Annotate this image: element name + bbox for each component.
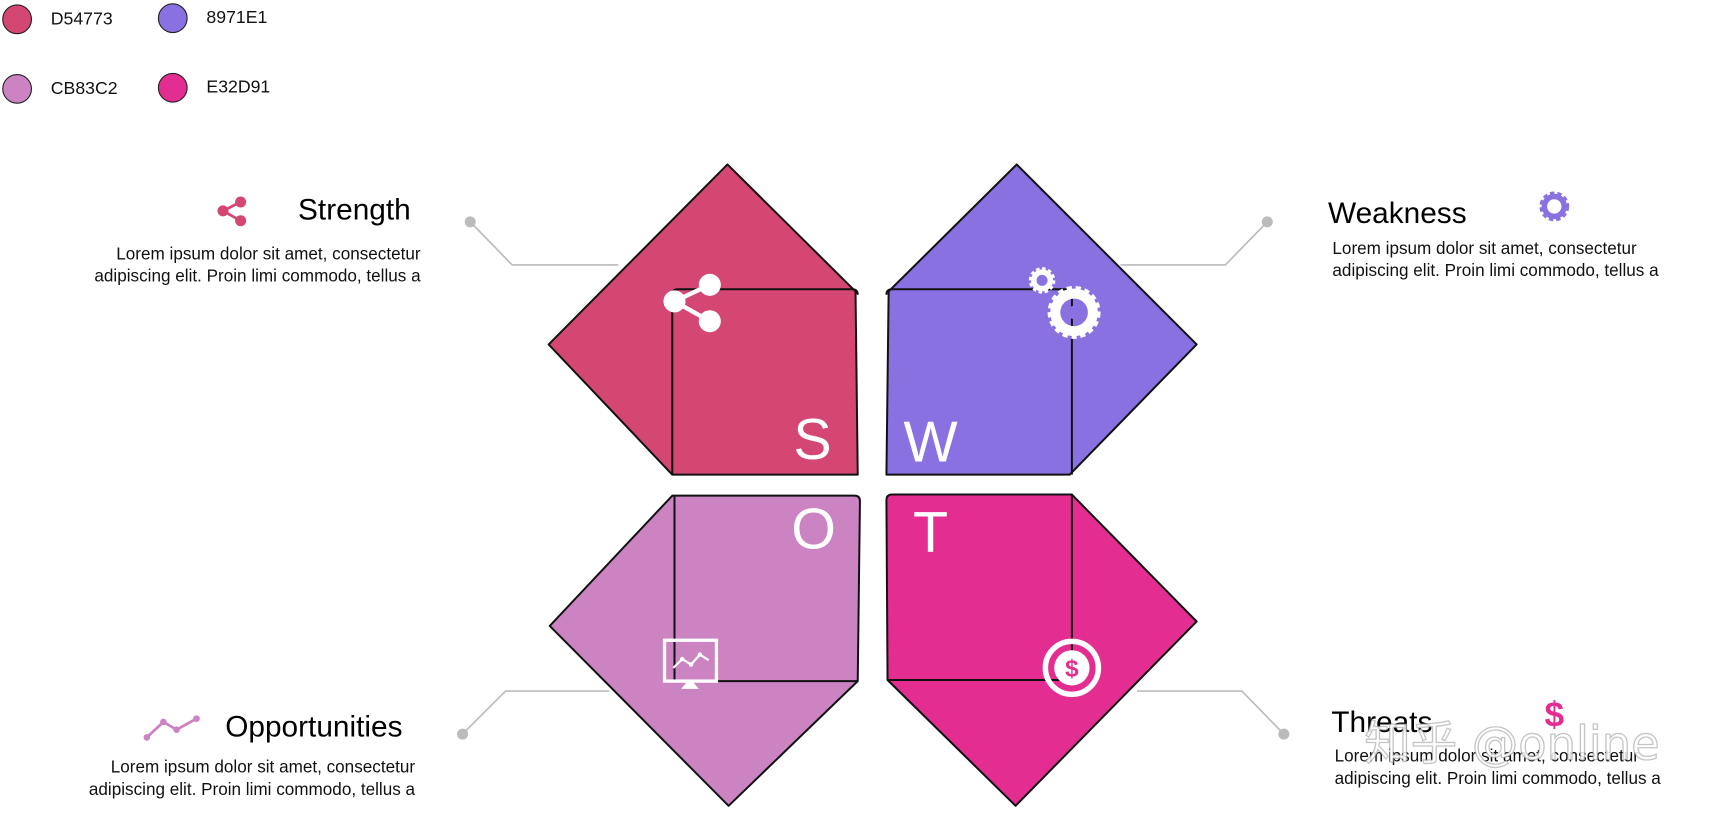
- legend-item-cb83c2: CB83C2: [2, 73, 118, 104]
- connector-threats: [1137, 690, 1285, 735]
- legend-swatch-d54773: [2, 4, 33, 35]
- weakness-description: Lorem ipsum dolor sit amet, consectetur …: [1332, 238, 1658, 282]
- share-icon: [217, 196, 247, 227]
- legend-label: CB83C2: [50, 78, 118, 98]
- threats-letter: T: [913, 501, 948, 565]
- legend-item-d54773: D54773: [2, 4, 113, 35]
- legend-item-8971e1: 8971E1: [157, 3, 268, 34]
- description-line: Lorem ipsum dolor sit amet, consectetur: [116, 245, 421, 264]
- legend-item-e32d91: E32D91: [157, 72, 271, 103]
- connector-dot: [457, 728, 469, 740]
- opportunities-description: Lorem ipsum dolor sit amet, consectetur …: [89, 757, 415, 801]
- weakness-title: Weakness: [1327, 196, 1467, 230]
- opportunities-letter: O: [791, 498, 836, 562]
- connector-dots: [457, 216, 1290, 740]
- quadrant-weakness: [885, 163, 1198, 476]
- description-line: Lorem ipsum dolor sit amet, consectetur: [1334, 747, 1639, 767]
- connector-dot: [464, 216, 476, 228]
- legend-label: E32D91: [206, 77, 271, 97]
- connectors: [461, 221, 1285, 735]
- description-line: adipiscing elit. Proin limi commodo, tel…: [94, 267, 421, 286]
- strength-description: Lorem ipsum dolor sit amet, consectetur …: [94, 244, 420, 288]
- strength-letter: S: [793, 408, 831, 472]
- description-line: Lorem ipsum dolor sit amet, consectetur: [110, 758, 416, 778]
- opportunities-title: Opportunities: [225, 709, 403, 743]
- gear-icon: [1539, 191, 1570, 222]
- threats-title: Threats: [1331, 705, 1433, 739]
- svg-text:$: $: [1065, 656, 1079, 683]
- trend-line-icon: [143, 715, 200, 741]
- legend-label: D54773: [50, 9, 113, 29]
- legend-swatch-e32d91: [157, 72, 188, 103]
- presentation-chart-icon: [662, 638, 719, 689]
- connector-strength: [469, 221, 619, 266]
- description-line: adipiscing elit. Proin limi commodo, tel…: [88, 780, 416, 800]
- weakness-letter: W: [904, 410, 958, 474]
- legend-swatch-cb83c2: [2, 73, 33, 104]
- strength-title: Strength: [298, 193, 411, 227]
- gears-icon: [1028, 267, 1101, 339]
- opportunities-diamond: [548, 494, 861, 807]
- connector-dot: [1278, 728, 1290, 740]
- connector-opportunities: [461, 690, 610, 735]
- weakness-diamond: [885, 163, 1198, 476]
- threats-description: Lorem ipsum dolor sit amet, consectetur …: [1335, 746, 1661, 790]
- threats-diamond: [885, 493, 1198, 807]
- connector-weakness: [1120, 221, 1268, 266]
- legend-label: 8971E1: [206, 8, 268, 28]
- description-line: Lorem ipsum dolor sit amet, consectetur: [1332, 239, 1637, 259]
- dollar-coin-icon: $: [1042, 638, 1102, 698]
- description-line: adipiscing elit. Proin limi commodo, tel…: [1332, 261, 1659, 281]
- description-line: adipiscing elit. Proin limi commodo, tel…: [1334, 769, 1661, 789]
- share-icon: [663, 273, 721, 333]
- connector-dot: [1261, 216, 1273, 228]
- legend-swatch-8971e1: [157, 3, 188, 34]
- dollar-icon: $: [1544, 695, 1564, 734]
